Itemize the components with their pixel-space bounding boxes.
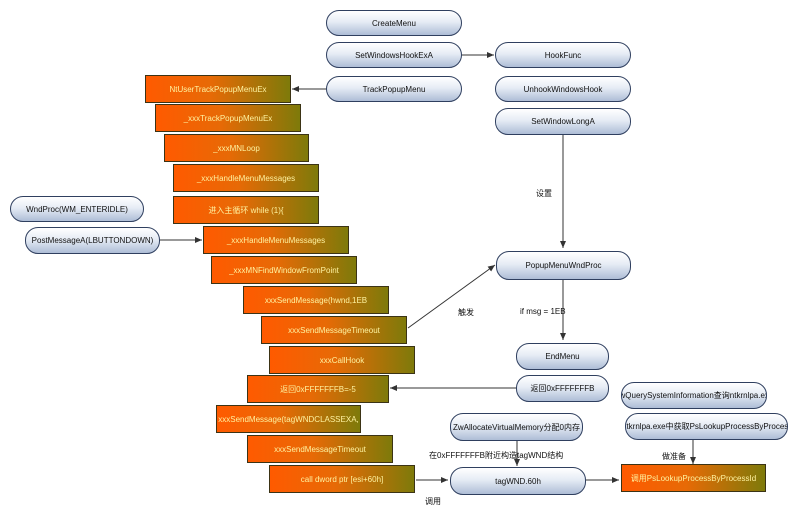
ntuser-track-popup-menu-ex: NtUserTrackPopupMenuEx: [145, 75, 291, 103]
xxx-send-message-timeout-1: xxxSendMessageTimeout: [261, 316, 407, 344]
post-message-node: PostMessageA(LBUTTONDOWN): [25, 227, 160, 254]
call-dword-ptr: call dword ptr [esi+60h]: [269, 465, 415, 493]
label-set: 设置: [536, 189, 552, 198]
set-windows-hook-node: SetWindowsHookExA: [326, 42, 462, 68]
return-fffffffb-node: 返回0xFFFFFFFB: [516, 375, 609, 402]
set-window-long-node: SetWindowLongA: [495, 108, 631, 135]
zw-query-system-info-node: ZwQuerySystemInformation查询ntkrnlpa.exe: [621, 382, 767, 409]
unhook-windows-hook-node: UnhookWindowsHook: [495, 76, 631, 102]
xxx-call-hook: xxxCallHook: [269, 346, 415, 374]
call-ps-lookup-node: 调用PsLookupProcessByProcessId: [621, 464, 766, 492]
wndproc-enteridle-node: WndProc(WM_ENTERIDLE): [10, 196, 144, 222]
hook-func-node: HookFunc: [495, 42, 631, 68]
track-popup-menu-node: TrackPopupMenu: [326, 76, 462, 102]
popup-menu-wndproc-node: PopupMenuWndProc: [496, 251, 631, 280]
xxx-handle-menu-messages-1: _xxxHandleMenuMessages: [173, 164, 319, 192]
xxx-mn-find-window-from-point: _xxxMNFindWindowFromPoint: [211, 256, 357, 284]
label-prepare: 做准备: [662, 452, 686, 461]
xxx-handle-menu-messages-2: _xxxHandleMenuMessages: [203, 226, 349, 254]
return-minus-five: 返回0xFFFFFFFB=-5: [247, 375, 389, 403]
end-menu-node: EndMenu: [516, 343, 609, 370]
create-menu-node: CreateMenu: [326, 10, 462, 36]
xxx-send-message-hwnd: xxxSendMessage(hwnd,1EB: [243, 286, 389, 314]
tagwnd-node: tagWND.60h: [450, 467, 586, 495]
xxx-track-popup-menu-ex: _xxxTrackPopupMenuEx: [155, 104, 301, 132]
label-invoke: 调用: [425, 497, 441, 506]
xxx-send-message-timeout-2: xxxSendMessageTimeout: [247, 435, 393, 463]
label-build-tagwnd: 在0xFFFFFFFB附近构造tagWND结构: [429, 451, 564, 460]
label-if-msg: if msg = 1EB: [520, 307, 566, 316]
xxx-send-message-tagwndclassexa: xxxSendMessage(tagWNDCLASSEXA,: [216, 405, 361, 433]
label-trigger: 触发: [458, 308, 474, 317]
zw-allocate-vm-node: ZwAllocateVirtualMemory分配0内存: [450, 413, 583, 441]
enter-main-loop: 进入主循环 while (1){: [173, 196, 319, 224]
xxx-mn-loop: _xxxMNLoop: [164, 134, 309, 162]
get-ps-lookup-node: 在ntkrnlpa.exe中获取PsLookupProcessByProcess…: [625, 413, 788, 440]
arrow-sendmessagetimeout-to-popupwndproc: [407, 264, 496, 329]
